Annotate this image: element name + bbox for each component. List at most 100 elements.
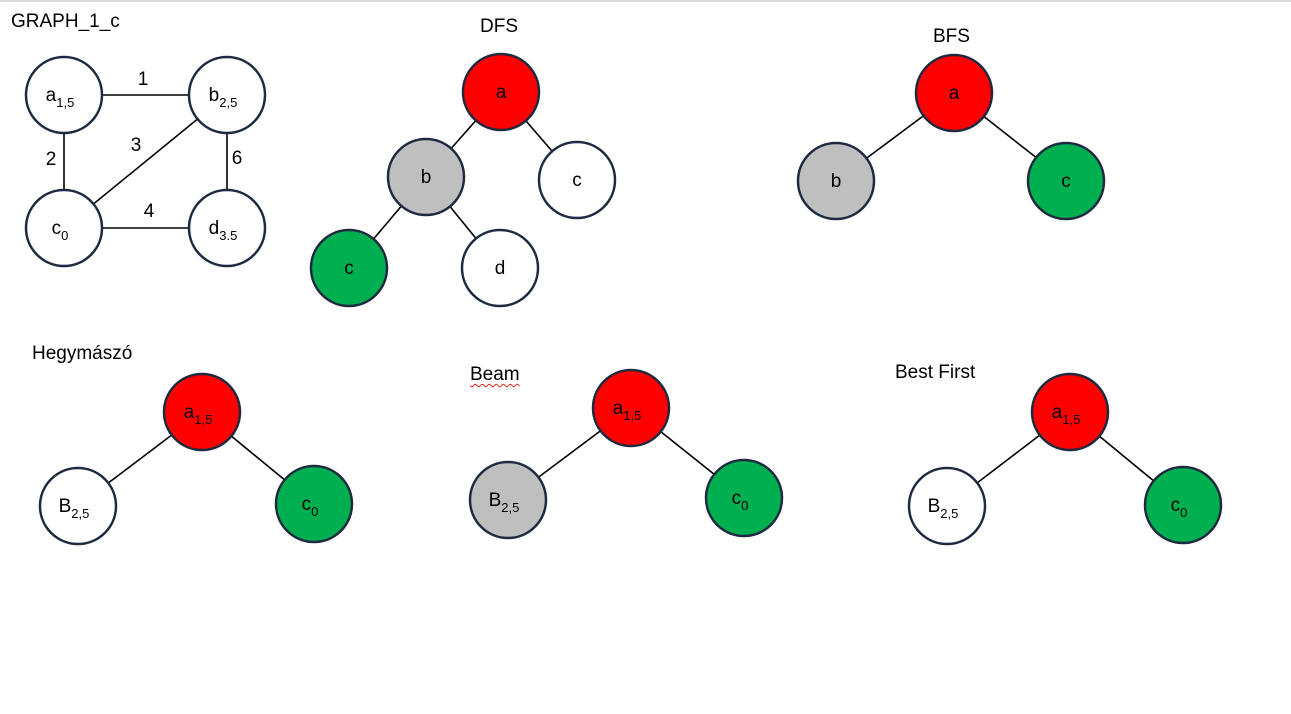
bfs-node-label-b: b	[831, 171, 842, 192]
bfs-edge-a-b	[865, 115, 925, 159]
hill-edge-a-c	[230, 435, 286, 481]
dfs-edge-a-b	[450, 119, 477, 150]
beam-node-circle-c	[704, 458, 784, 538]
best-first-label: Best First	[895, 362, 976, 383]
hill-node-label-b: B2,5	[59, 496, 90, 521]
hill-node-letter-c: c	[302, 494, 312, 515]
hill-node-letter-b: B	[59, 496, 72, 517]
best-first-node-subscript-b: 2,5	[940, 506, 958, 521]
dfs-node-label-c2: c	[344, 258, 354, 279]
graph-node-circle-b	[187, 55, 267, 135]
bfs-node-circle-b	[796, 141, 876, 221]
graph-node-subscript-a: 1,5	[56, 95, 74, 110]
graph-node-label-b: b2,5	[209, 85, 238, 110]
best-first-node-label-b: B2,5	[928, 496, 959, 521]
beam-node-c: c0	[704, 458, 784, 538]
graph-node-d: d3.5	[187, 188, 267, 268]
best-first-node-label-c: c0	[1171, 495, 1188, 520]
graph-node-label-d: d3.5	[209, 218, 238, 243]
graph-title: GRAPH_1_c	[11, 11, 120, 32]
bfs-node-label-c: c	[1061, 171, 1071, 192]
graph-node-circle-c	[24, 188, 104, 268]
hill-node-b: B2,5	[38, 466, 118, 546]
dfs-node-letter-b: b	[421, 167, 432, 188]
bfs-node-circle-a	[914, 53, 994, 133]
beam-node-a: a1,5	[591, 368, 671, 448]
beam-node-label-c: c0	[732, 488, 749, 513]
best-first-node-letter-c: c	[1171, 495, 1181, 516]
best-first-node-b: B2,5	[907, 466, 987, 546]
graph-node-subscript-c: 0	[61, 228, 68, 243]
bfs-node-label-a: a	[949, 83, 960, 104]
dfs-node-circle-c1	[537, 140, 617, 220]
beam-node-letter-b: B	[489, 490, 502, 511]
beam-node-letter-a: a	[613, 398, 624, 419]
bfs-edge-a-c	[983, 115, 1037, 159]
bfs-node-letter-a: a	[949, 83, 960, 104]
beam-node-label-b: B2,5	[489, 490, 520, 515]
hill-edge-a-b	[107, 434, 173, 484]
hill-climbing-title: Hegymászó	[32, 343, 133, 364]
graph-node-label-a: a1,5	[46, 85, 75, 110]
best-first-node-circle-b	[907, 466, 987, 546]
beam-title: Beam	[470, 364, 520, 385]
dfs-edge-a-c1	[525, 120, 553, 152]
beam-node-circle-b	[468, 460, 548, 540]
graph-node-letter-a: a	[46, 85, 57, 106]
bfs-node-c: c	[1026, 141, 1106, 221]
hill-node-c: c0	[274, 464, 354, 544]
bfs-node-a: a	[914, 53, 994, 133]
beam-edge-a-b	[537, 430, 602, 478]
dfs-node-label-d: d	[495, 258, 506, 279]
graph-edge-b-c	[92, 118, 199, 205]
hill-node-a: a1,5	[162, 372, 242, 452]
graph-node-letter-d: d	[209, 218, 220, 239]
graph-edge-weight-a-b: 1	[138, 69, 149, 90]
dfs-node-letter-d: d	[495, 258, 506, 279]
best-first-edge-a-c	[1098, 435, 1155, 482]
beam-node-circle-a	[591, 368, 671, 448]
bfs-node-circle-c	[1026, 141, 1106, 221]
beam-node-subscript-b: 2,5	[501, 500, 519, 515]
dfs-node-label-b: b	[421, 167, 432, 188]
dfs-node-a: a	[461, 52, 541, 132]
best-first-node-circle-a	[1030, 372, 1110, 452]
graph-edge-weight-b-d: 6	[232, 148, 243, 169]
graph-node-letter-c: c	[52, 218, 62, 239]
hill-node-subscript-c: 0	[311, 504, 318, 519]
graph-node-a: a1,5	[24, 55, 104, 135]
dfs-node-circle-b	[386, 137, 466, 217]
hill-node-subscript-b: 2,5	[71, 506, 89, 521]
bfs-node-letter-b: b	[831, 171, 842, 192]
hill-node-label-c: c0	[302, 494, 319, 519]
dfs-node-circle-a	[461, 52, 541, 132]
graph-node-subscript-d: 3.5	[219, 228, 237, 243]
bfs-node-b: b	[796, 141, 876, 221]
graph-edge-weight-b-c: 3	[131, 135, 142, 156]
dfs-title: DFS	[480, 16, 518, 37]
dfs-node-label-a: a	[496, 82, 507, 103]
best-first-node-letter-b: B	[928, 496, 941, 517]
beam-node-label-a: a1,5	[613, 398, 642, 423]
dfs-node-c1: c	[537, 140, 617, 220]
dfs-node-circle-d	[460, 228, 540, 308]
best-first-title: Best First	[895, 362, 975, 384]
dfs-node-circle-c2	[309, 228, 389, 308]
best-first-node-c: c0	[1143, 465, 1223, 545]
dfs-node-d: d	[460, 228, 540, 308]
graph-node-letter-b: b	[209, 85, 220, 106]
top-border-line	[0, 0, 1291, 2]
dfs-edge-b-c2	[372, 205, 403, 240]
best-first-node-subscript-a: 1,5	[1062, 412, 1080, 427]
bfs-title: BFS	[933, 26, 970, 47]
hill-node-label-a: a1,5	[184, 402, 213, 427]
dfs-node-letter-c2: c	[344, 258, 354, 279]
graph-edge-weight-a-c: 2	[46, 149, 57, 170]
best-first-edge-a-b	[976, 434, 1041, 484]
hill-node-circle-c	[274, 464, 354, 544]
graph-node-b: b2,5	[187, 55, 267, 135]
hill-node-circle-a	[162, 372, 242, 452]
beam-node-b: B2,5	[468, 460, 548, 540]
hill-node-circle-b	[38, 466, 118, 546]
